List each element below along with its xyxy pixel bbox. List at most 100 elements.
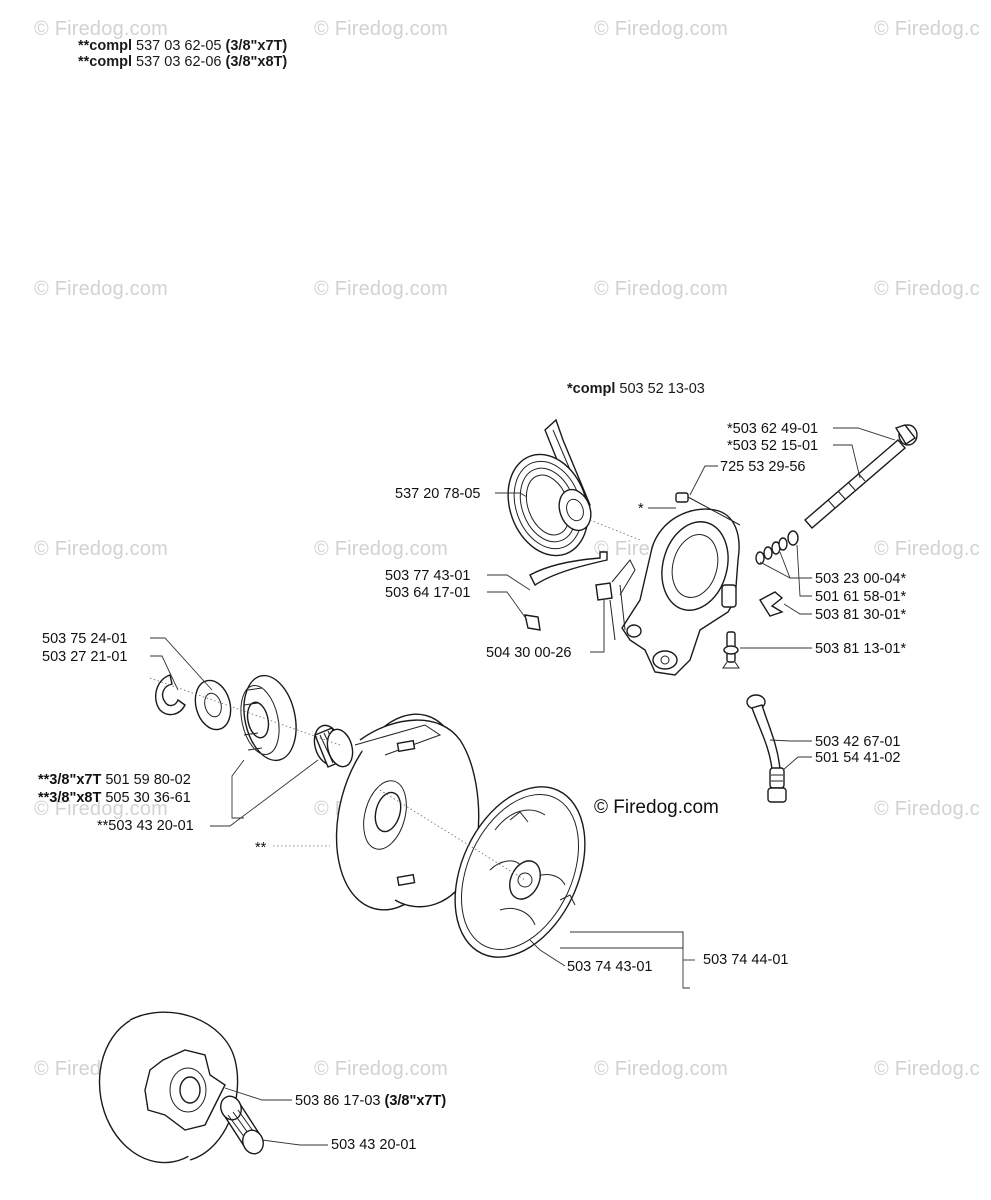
- part-label-503426701: 503 42 67-01: [815, 734, 901, 750]
- part-label-505303661-prefix: **3/8"x8T: [38, 790, 102, 806]
- part-label-503230004: 503 23 00-04*: [815, 571, 907, 587]
- watermark: © Firedog.c: [874, 1058, 980, 1080]
- leader-bracket-clutch: [560, 931, 684, 949]
- leader-503230004-b: [759, 561, 791, 579]
- plate-part: [759, 591, 784, 617]
- part-label-501598002-number: 501 59 80-02: [105, 772, 191, 788]
- watermark: © Firedog.com: [594, 18, 729, 40]
- pump-shaft-part: [804, 424, 918, 529]
- leader-503624901: [833, 427, 896, 441]
- leader-503426701: [769, 739, 812, 742]
- leader-bracket-sprocket: [231, 800, 244, 819]
- needle-bearing-part-lower: [220, 1095, 264, 1155]
- oil-pump-body: [621, 508, 740, 676]
- leader-503752401: [150, 637, 213, 691]
- watermark: © Firedog.c: [874, 538, 980, 560]
- part-label-503774301: 503 77 43-01: [385, 568, 471, 584]
- part-label-505303661-number: 505 30 36-61: [105, 790, 191, 806]
- leader-503272101: [150, 655, 179, 691]
- leader-503432001a: [210, 759, 319, 827]
- part-label-501598002-prefix: **3/8"x7T: [38, 772, 102, 788]
- adjust-screw-part: [722, 631, 740, 669]
- washer-stack-part: [755, 530, 799, 565]
- part-label-501544102: 501 54 41-02: [815, 750, 901, 766]
- leader-503641701: [487, 591, 528, 621]
- part-label-503641701: 503 64 17-01: [385, 585, 471, 601]
- screw-part: [675, 492, 741, 526]
- drum-axis-line: [149, 677, 341, 746]
- part-label-503432001b: 503 43 20-01: [331, 1137, 417, 1153]
- washer-part: [194, 679, 232, 731]
- leader-503432001b: [261, 1139, 328, 1146]
- part-label-503432001a: **503 43 20-01: [97, 818, 194, 834]
- watermark: © Firedog.com: [34, 18, 169, 40]
- watermark: © Firedog.c: [874, 278, 980, 300]
- part-label-503744301: 503 74 43-01: [567, 959, 653, 975]
- oil-hose-part: [524, 551, 613, 650]
- part-label-503624901: *503 62 49-01: [727, 421, 819, 437]
- double-star-marker: **: [255, 840, 267, 856]
- leader-bracket-clutch-b: [682, 932, 690, 989]
- part-label-503861703-number: 503 86 17-03: [295, 1093, 381, 1109]
- watermark: © Firedog.com: [314, 278, 449, 300]
- leader-501544102: [782, 756, 812, 771]
- clutch-shoes-part: [454, 786, 586, 958]
- header-line-1-number: 537 03 62-05: [136, 38, 222, 54]
- clutch-drum-part: [335, 713, 480, 911]
- header-line-1-spec: (3/8"x7T): [225, 38, 288, 54]
- leader-501615801: [796, 544, 812, 597]
- assembly-header: *compl 503 52 13-03: [567, 381, 705, 397]
- oil-pipe-part: [746, 694, 787, 803]
- part-label-503861703: 503 86 17-03 (3/8"x7T): [295, 1093, 446, 1109]
- watermark: © Firedog.com: [34, 538, 169, 560]
- star-marker: *: [638, 501, 644, 517]
- leader-503774301: [487, 574, 531, 591]
- assembly-header-number: 503 52 13-03: [619, 381, 705, 397]
- leader-725532956: [689, 465, 718, 496]
- assembly-axis-line: [589, 519, 641, 541]
- rim-sprocket-part: [240, 674, 297, 762]
- header-line-2-number: 537 03 62-06: [136, 54, 222, 70]
- header-line-2-spec: (3/8"x8T): [225, 54, 288, 70]
- watermark: © Firedog.com: [594, 278, 729, 300]
- part-label-503813001: 503 81 30-01*: [815, 607, 907, 623]
- leader-537207805: [495, 492, 528, 498]
- leader-503230004: [779, 551, 812, 579]
- watermark: © Firedog.com: [314, 538, 449, 560]
- leader-504300026: [590, 600, 605, 653]
- watermark: © Firedog.com: [34, 278, 169, 300]
- part-label-503744401: 503 74 44-01: [703, 952, 789, 968]
- header-line-1: **compl 537 03 62-05 (3/8"x7T): [78, 38, 287, 54]
- part-label-501598002: **3/8"x7T 501 59 80-02: [38, 772, 191, 788]
- part-label-504300026: 504 30 00-26: [486, 645, 572, 661]
- leader-503861703: [224, 1087, 292, 1101]
- assembly-header-prefix: *compl: [567, 381, 616, 397]
- leader-503521501: [833, 444, 861, 479]
- watermark: © Firedog.com: [314, 18, 449, 40]
- part-label-503752401: 503 75 24-01: [42, 631, 128, 647]
- watermark: © Firedog.com: [314, 1058, 449, 1080]
- leader-503744301: [529, 939, 566, 967]
- center-watermark: © Firedog.com: [594, 797, 719, 818]
- needle-bearing-part: [313, 724, 354, 768]
- worm-gear-part: [507, 418, 592, 557]
- part-label-505303661: **3/8"x8T 505 30 36-61: [38, 790, 191, 806]
- part-label-503811301: 503 81 13-01*: [815, 641, 907, 657]
- leader-503813001: [783, 603, 812, 615]
- pump-bracket-outline: [611, 559, 636, 596]
- circlip-part: [154, 674, 186, 716]
- part-label-503521501: *503 52 15-01: [727, 438, 819, 454]
- spur-sprocket-drum-part: [98, 1011, 239, 1164]
- pump-bracket-detail: [609, 584, 626, 641]
- clutch-axis-line: [379, 789, 526, 881]
- part-label-537207805: 537 20 78-05: [395, 486, 481, 502]
- watermark: © Firedog.com: [34, 798, 169, 820]
- part-label-501615801: 501 61 58-01*: [815, 589, 907, 605]
- part-label-725532956: 725 53 29-56: [720, 459, 806, 475]
- part-label-503272101: 503 27 21-01: [42, 649, 128, 665]
- watermark: © Firedog.com: [594, 1058, 729, 1080]
- watermark: © Firedog.c: [874, 18, 980, 40]
- leader-sprocket: [231, 759, 245, 800]
